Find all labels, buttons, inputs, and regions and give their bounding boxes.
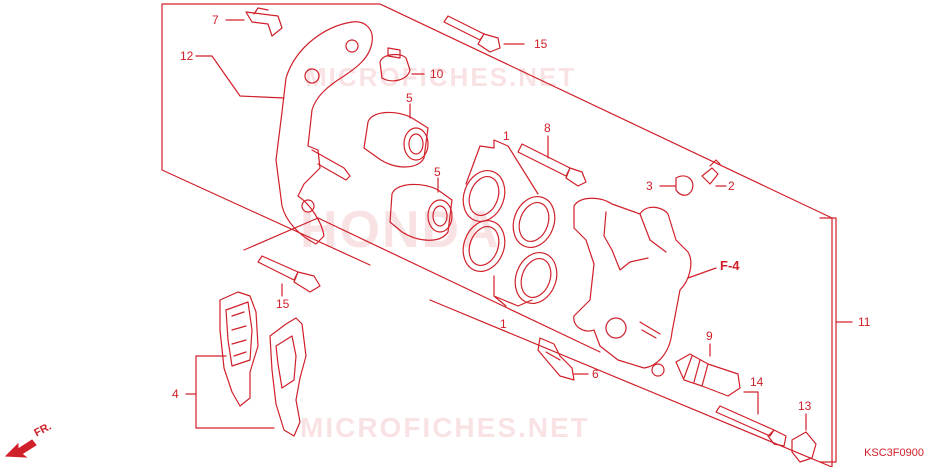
clip-7 bbox=[245, 7, 283, 37]
label-1-bottom: 1 bbox=[500, 317, 507, 331]
label-4: 4 bbox=[172, 387, 179, 401]
label-10: 10 bbox=[430, 67, 444, 81]
label-15-bottom: 15 bbox=[276, 297, 290, 311]
label-11: 11 bbox=[858, 315, 871, 329]
label-2: 2 bbox=[728, 179, 735, 193]
piston-5-bottom bbox=[389, 183, 453, 241]
leader-11 bbox=[819, 217, 853, 463]
seal-1a bbox=[462, 170, 506, 222]
watermark-bottom: MICROFICHES.NET bbox=[300, 412, 590, 443]
watermark-top: MICROFICHES.NET bbox=[305, 62, 577, 92]
assembly-frame bbox=[161, 3, 833, 467]
leader-12 bbox=[195, 55, 285, 99]
pad-4a bbox=[219, 291, 259, 407]
bolt-15-bottom bbox=[257, 255, 321, 293]
front-direction-arrow-icon bbox=[4, 439, 37, 458]
leader-f4 bbox=[687, 267, 717, 279]
label-9: 9 bbox=[706, 329, 713, 343]
label-5-top: 5 bbox=[406, 91, 413, 105]
label-3: 3 bbox=[646, 179, 653, 193]
leader-1-top bbox=[479, 139, 539, 195]
label-13: 13 bbox=[798, 399, 812, 413]
label-7: 7 bbox=[212, 13, 219, 27]
label-14: 14 bbox=[750, 375, 764, 389]
label-5-bottom: 5 bbox=[434, 165, 441, 179]
label-12: 12 bbox=[180, 49, 194, 63]
boot-9 bbox=[675, 353, 741, 397]
pin-8 bbox=[517, 143, 587, 187]
leader-1-bottom bbox=[493, 275, 533, 307]
label-6: 6 bbox=[592, 367, 599, 381]
drawing-code: KSC3F0900 bbox=[864, 447, 924, 459]
caliper-body bbox=[573, 197, 692, 369]
label-8: 8 bbox=[544, 121, 551, 135]
pin-14 bbox=[715, 405, 787, 447]
leader-4 bbox=[185, 355, 275, 429]
seal-1d bbox=[514, 252, 558, 304]
bracket-12 bbox=[275, 21, 373, 245]
inner-frame bbox=[243, 217, 601, 353]
label-1-top: 1 bbox=[503, 129, 510, 143]
label-15-top: 15 bbox=[534, 37, 548, 51]
boot-13 bbox=[791, 431, 817, 463]
bleeder-2 bbox=[701, 159, 721, 185]
spring-6 bbox=[537, 337, 575, 381]
clip-3 bbox=[675, 175, 694, 196]
piston-5-top bbox=[363, 111, 429, 168]
bolt-15-top bbox=[443, 15, 501, 53]
cap-10 bbox=[379, 47, 411, 82]
seal-1b bbox=[512, 196, 556, 248]
leader-14 bbox=[743, 391, 759, 415]
seal-1c bbox=[462, 220, 506, 272]
reference-f4: F-4 bbox=[720, 258, 740, 273]
pad-4b bbox=[269, 317, 307, 437]
